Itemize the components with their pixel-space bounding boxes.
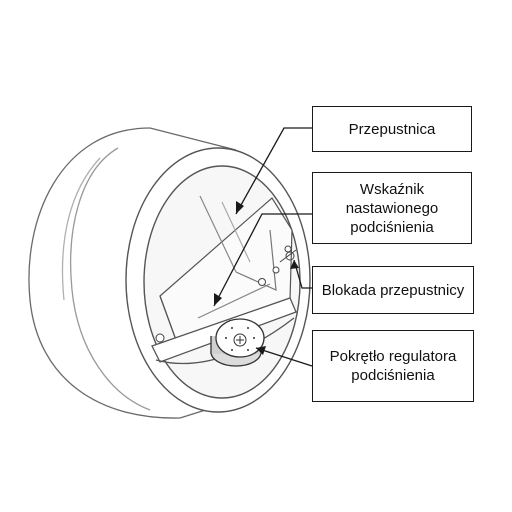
label-indicator-line1: Wskaźnik: [359, 180, 425, 198]
regulator-knob: [210, 318, 265, 367]
label-knob-line1: Pokrętło regulatora: [329, 348, 457, 365]
damper-blade: [159, 195, 293, 341]
duct-body: [28, 127, 251, 419]
lock-screw: [279, 245, 297, 263]
leader-indicator: [213, 213, 312, 307]
label-damper-lock: Blokada przepustnicy: [312, 266, 474, 314]
label-knob: Pokrętło regulatora podciśnienia: [312, 330, 474, 402]
leader-damper: [235, 127, 312, 215]
label-damper-lock-text: Blokada przepustnicy: [321, 281, 465, 299]
label-damper: Przepustnica: [312, 106, 472, 152]
leader-lines: [213, 127, 313, 367]
screws: [155, 266, 280, 343]
leader-arrowheads: [214, 201, 299, 355]
label-indicator-line2: nastawionego: [345, 199, 439, 217]
leader-lock: [293, 259, 312, 289]
leader-knob: [255, 347, 313, 367]
label-indicator: Wskaźnik nastawionego podciśnienia: [312, 172, 472, 244]
label-damper-text: Przepustnica: [348, 120, 436, 138]
label-knob-line2: podciśnienia: [351, 367, 435, 384]
label-indicator-line3: podciśnienia: [350, 218, 434, 236]
